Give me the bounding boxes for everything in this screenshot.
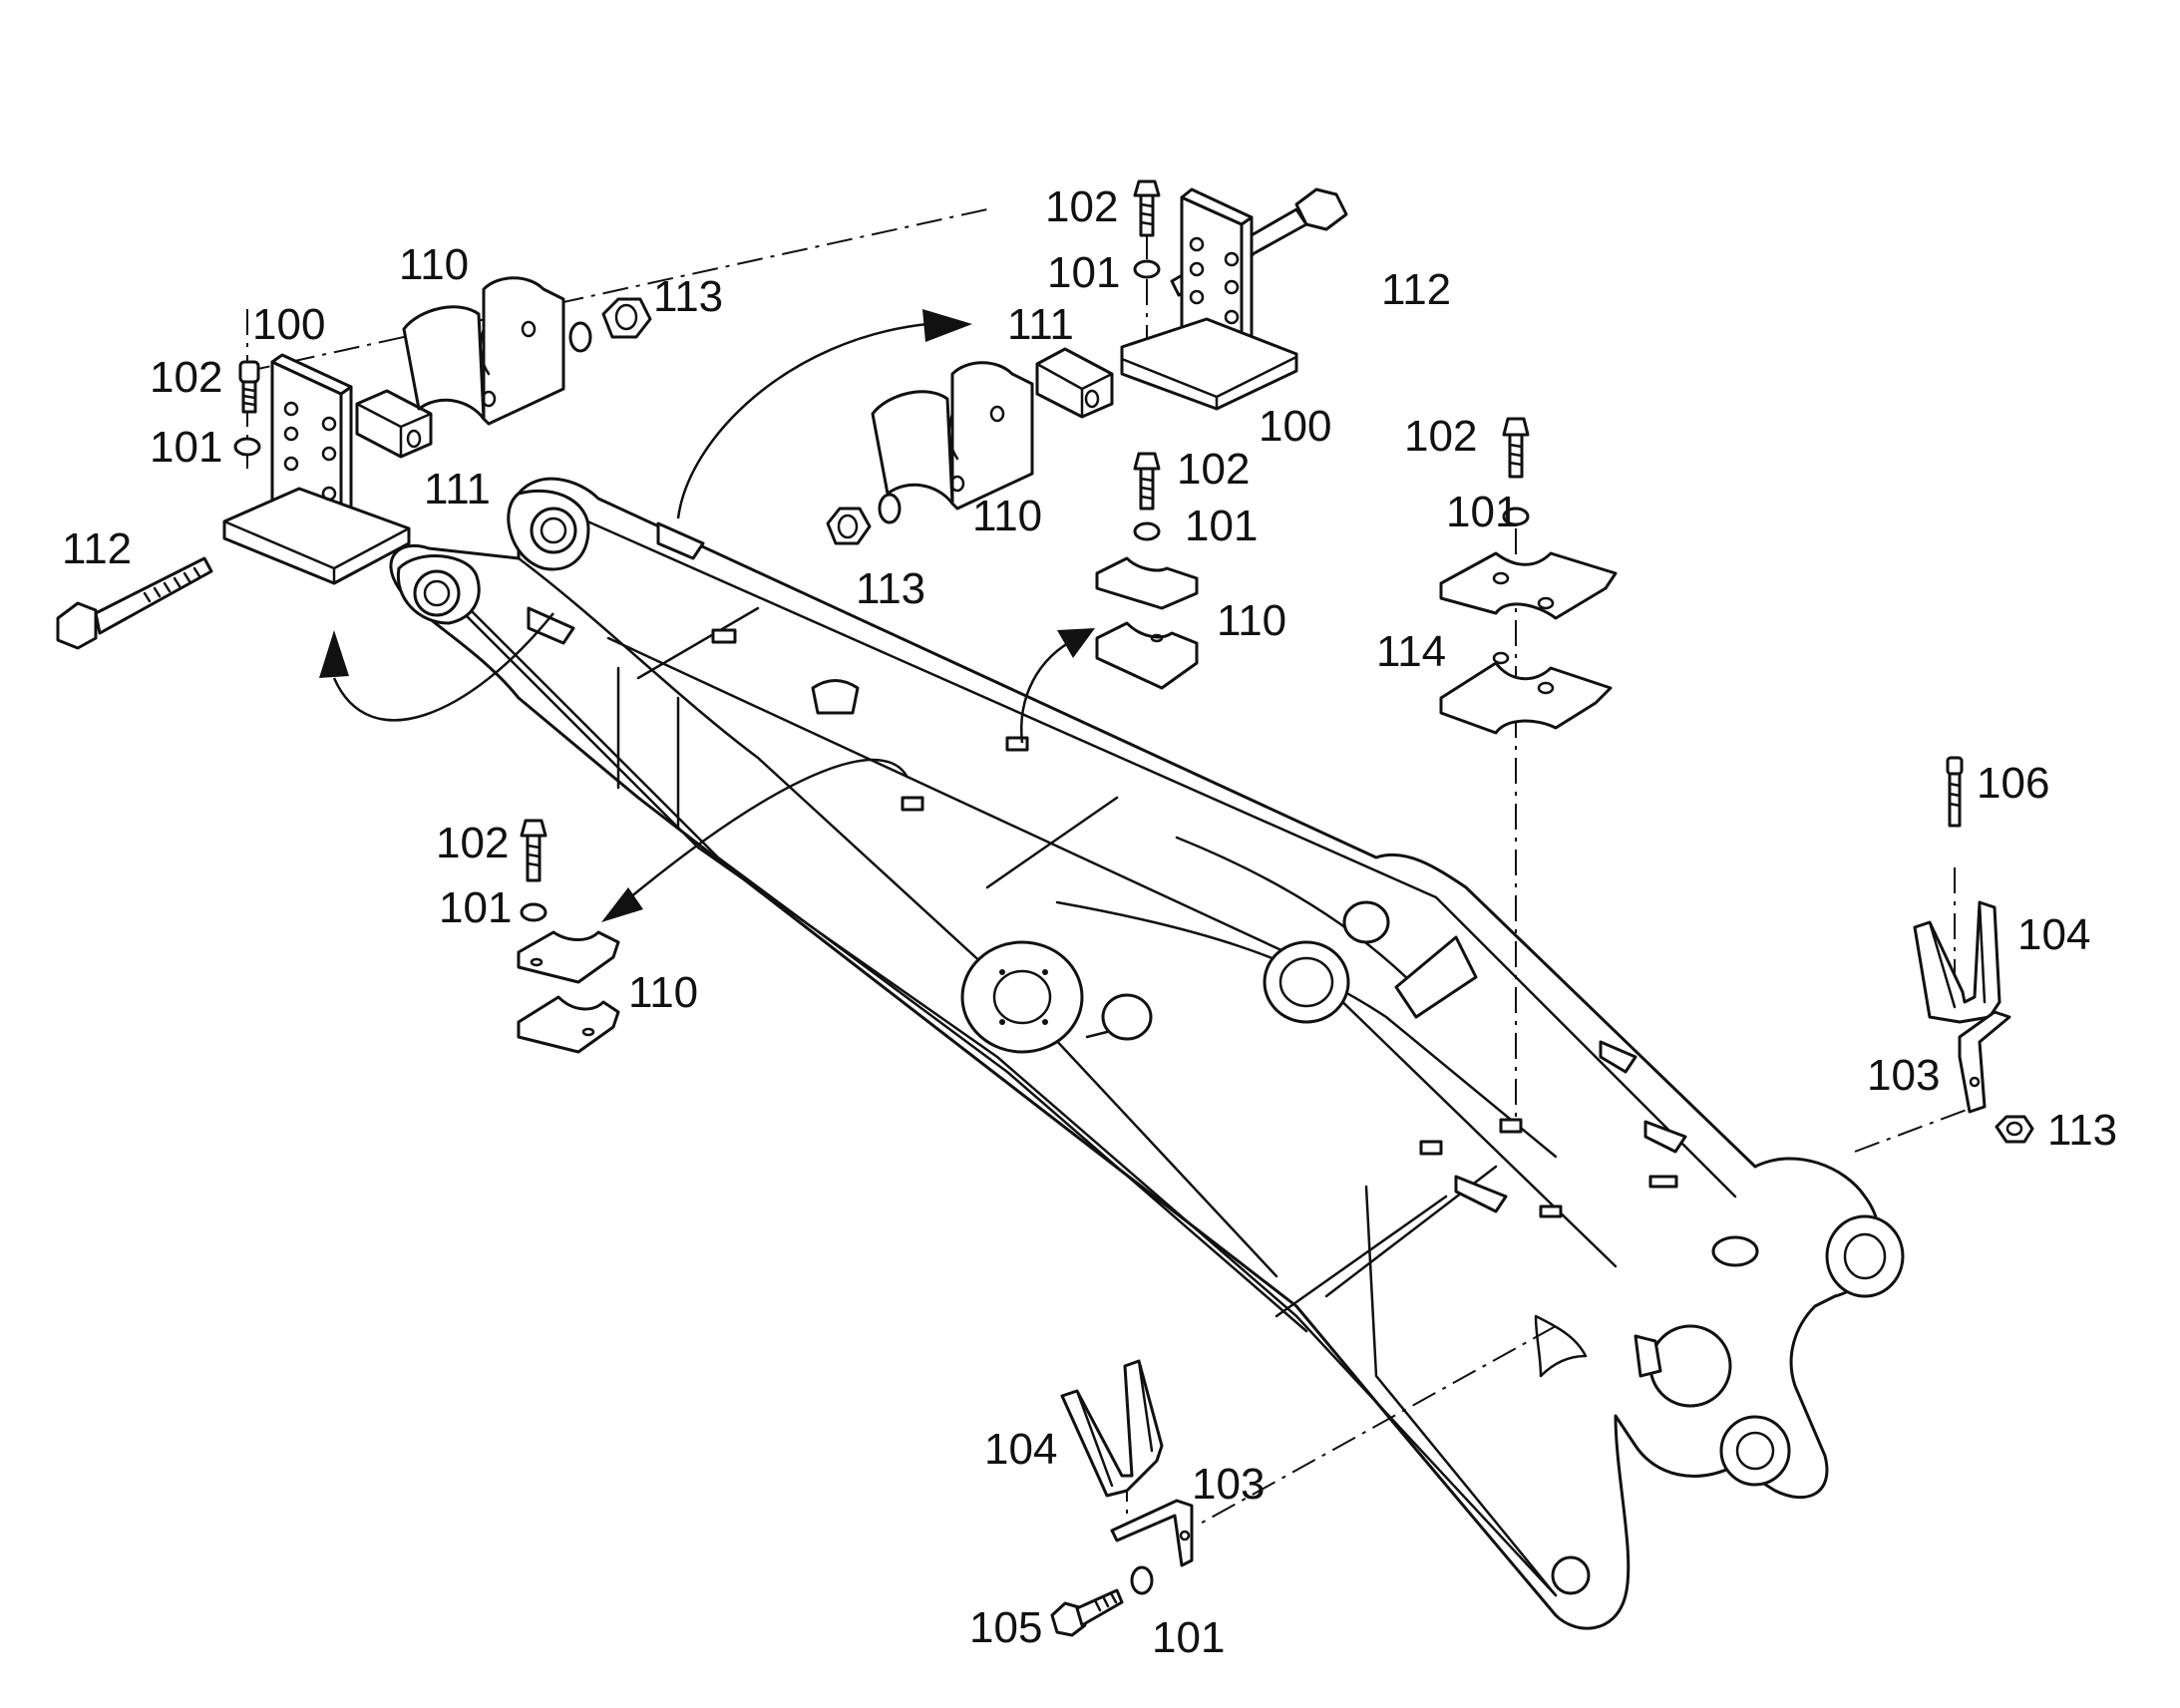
washer-113-left xyxy=(568,321,592,353)
label-101-left: 101 xyxy=(150,423,222,472)
boom-arm xyxy=(389,477,1905,1630)
washer-101-lower-left xyxy=(520,902,547,922)
washer-101-114 xyxy=(1502,507,1530,526)
label-110-left: 110 xyxy=(399,240,469,289)
label-103-right: 103 xyxy=(1867,1051,1940,1100)
nut-113-right xyxy=(826,507,872,545)
label-110-lower-left: 110 xyxy=(628,968,698,1017)
label-110-center: 110 xyxy=(1217,596,1286,645)
screw-106 xyxy=(1946,756,1964,828)
label-102-left: 102 xyxy=(150,353,222,402)
label-104-lower: 104 xyxy=(984,1425,1057,1474)
label-112-left: 112 xyxy=(62,524,132,573)
bracket-103-lower xyxy=(1110,1499,1194,1567)
holder-assembly-lower xyxy=(1050,1359,1194,1637)
clamp-114 xyxy=(1439,551,1618,735)
label-102-right: 102 xyxy=(1045,182,1118,231)
label-106: 106 xyxy=(1977,759,2049,808)
label-111-right: 111 xyxy=(1007,300,1074,349)
label-113-right: 113 xyxy=(856,564,925,613)
nut-113-left xyxy=(601,297,652,339)
label-100-right: 100 xyxy=(1259,402,1331,451)
bracket-100-left xyxy=(222,353,411,585)
holder-104-lower xyxy=(1060,1359,1164,1498)
label-102-center: 102 xyxy=(1177,445,1250,494)
label-105: 105 xyxy=(969,1603,1042,1652)
clamp-assembly-lower-left xyxy=(517,819,620,1054)
clamp-110-lower-left xyxy=(517,930,620,1054)
label-101-center: 101 xyxy=(1185,502,1258,550)
clamp-assembly-upper-center xyxy=(826,179,1348,545)
spacer-111-left xyxy=(355,389,433,459)
washer-101-lower xyxy=(1130,1565,1154,1595)
clamp-assembly-upper-left xyxy=(56,276,652,650)
clamp-110-left xyxy=(402,276,565,426)
spacer-111-right xyxy=(1035,347,1114,419)
label-113-lower-right: 113 xyxy=(2047,1106,2117,1155)
label-101-right: 101 xyxy=(1047,248,1120,297)
label-104-right: 104 xyxy=(2017,910,2090,959)
screw-102-right xyxy=(1133,179,1161,237)
screw-102-114 xyxy=(1502,417,1530,479)
label-100-left: 100 xyxy=(252,300,325,349)
screw-105 xyxy=(1050,1588,1124,1637)
nut-113-lower-right xyxy=(1995,1115,2034,1144)
bracket-100-right xyxy=(1120,187,1298,411)
label-112-right: 112 xyxy=(1381,265,1451,314)
clamp-assembly-center xyxy=(1095,452,1199,690)
washer-101-center xyxy=(1133,521,1161,541)
label-101-lower-left: 101 xyxy=(439,883,512,932)
screw-102-left xyxy=(238,360,260,414)
label-101-lower: 101 xyxy=(1152,1613,1225,1662)
label-110-right: 110 xyxy=(972,492,1042,540)
label-101-114: 101 xyxy=(1446,488,1519,536)
holder-104-right xyxy=(1913,900,2001,1024)
label-113-left: 113 xyxy=(653,272,723,321)
label-103-lower: 103 xyxy=(1192,1460,1265,1509)
label-102-114: 102 xyxy=(1404,412,1477,461)
screw-102-center xyxy=(1133,452,1161,511)
clamp-110-right xyxy=(871,361,1034,511)
clamp-110-center xyxy=(1095,556,1199,690)
washer-101-left xyxy=(233,437,261,457)
bolt-112-left xyxy=(56,556,213,650)
label-102-lower-left: 102 xyxy=(436,819,509,867)
clamp-assembly-114 xyxy=(1439,417,1618,735)
washer-101-right xyxy=(1133,259,1161,279)
bracket-103-right xyxy=(1958,1010,2011,1114)
screw-102-lower-left xyxy=(520,819,547,882)
washer-113-right xyxy=(878,493,902,524)
holder-assembly-right xyxy=(1913,756,2034,1144)
label-114: 114 xyxy=(1376,627,1446,676)
flow-arrows xyxy=(319,309,1095,922)
label-111-left: 111 xyxy=(424,465,491,513)
callout-labels: 100 102 101 110 113 111 112 102 101 112 … xyxy=(62,182,2117,1662)
